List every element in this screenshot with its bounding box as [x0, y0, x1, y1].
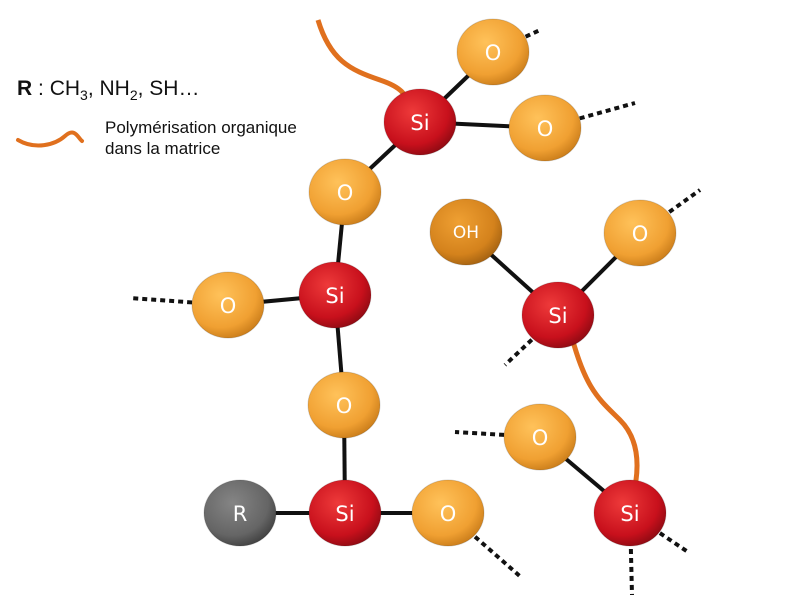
atom-label: R [233, 502, 248, 526]
atom-label: O [220, 294, 237, 318]
legend-sub2: 2 [129, 87, 138, 104]
legend-r-definition: R : CH3, NH2, SH… [17, 77, 199, 103]
organic-chain [567, 329, 640, 501]
atom-oxygen: O [191, 271, 265, 339]
atom-label: O [632, 222, 649, 246]
atom-label: Si [548, 304, 567, 328]
atom-silicon: Si [593, 479, 667, 547]
legend-polymer-line1: Polymérisation organique [105, 118, 297, 137]
legend-polymerisation: Polymérisation organique dans la matrice [105, 117, 297, 159]
atom-oxygen: O [307, 371, 381, 439]
legend-r-symbol: R [17, 77, 33, 100]
dangling-bond [129, 296, 229, 307]
legend-sub3: 3 [80, 87, 88, 104]
atom-label: O [485, 41, 502, 65]
atom-label: OH [453, 223, 479, 243]
atom-label: Si [620, 502, 639, 526]
atom-label: O [532, 426, 549, 450]
legend-ch: CH [49, 77, 81, 100]
atom-oxygen: O [308, 158, 382, 226]
legend-sh: , SH… [137, 77, 200, 100]
atom-label: O [337, 181, 354, 205]
legend-organic-chain-swatch [16, 130, 84, 148]
atom-label: O [537, 117, 554, 141]
atom-label: Si [410, 111, 429, 135]
legend-nh: , NH [87, 77, 130, 100]
atom-label: O [440, 502, 457, 526]
atom-label: Si [325, 284, 344, 308]
atom-silicon: Si [521, 281, 595, 349]
atom-oxygen: O [503, 403, 577, 471]
atom-oxygen: O [508, 94, 582, 162]
atom-silicon: Si [383, 88, 457, 156]
atom-label: O [336, 394, 353, 418]
atom-label: Si [335, 502, 354, 526]
atom-silicon: Si [308, 479, 382, 547]
atom-oxygen: O [411, 479, 485, 547]
dangling-bond [544, 101, 636, 130]
dangling-bond [446, 511, 524, 580]
atom-oxygen: O [603, 199, 677, 267]
atom-hydroxyl: OH [429, 198, 503, 266]
atom-oxygen: O [456, 18, 530, 86]
legend-polymer-line2: dans la matrice [105, 139, 221, 158]
legend-separator: : [32, 77, 50, 100]
atom-silicon: Si [298, 261, 372, 329]
atom-r_group: R [203, 479, 277, 547]
